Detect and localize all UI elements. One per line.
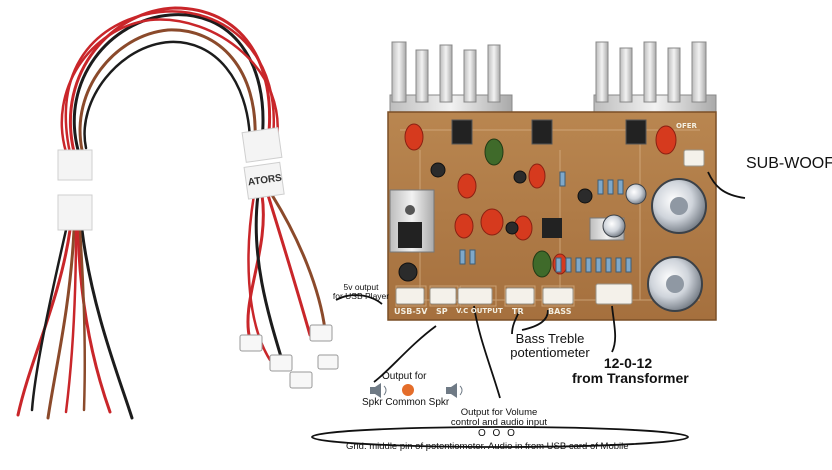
transformer-label: 12-0-12 from Transformer bbox=[572, 355, 689, 386]
pcb-board bbox=[387, 41, 717, 321]
spkr-common-spkr-label: Spkr Common Spkr bbox=[362, 397, 450, 408]
volume-pins-label: O O O bbox=[478, 428, 517, 439]
transformer-line2: from Transformer bbox=[572, 369, 689, 386]
silk-bass: BASS bbox=[548, 307, 572, 316]
speaker-icon bbox=[370, 383, 463, 398]
common-terminal-icon bbox=[402, 384, 414, 396]
silk-usb-5v: USB-5V bbox=[394, 307, 428, 316]
transformer-line1: 12-0-12 bbox=[603, 355, 653, 371]
wire-sleeve bbox=[243, 161, 285, 200]
usb-5v-line1: 5v output bbox=[343, 282, 379, 292]
wire-sleeve bbox=[57, 194, 93, 231]
output-for-label: Output for bbox=[382, 371, 427, 382]
silk-tr: TR bbox=[512, 307, 524, 316]
wire-connectors bbox=[239, 324, 339, 389]
usb-5v-output-label: 5v output for USB Player bbox=[326, 283, 396, 301]
heatsink-left bbox=[389, 41, 513, 114]
wire-sleeve bbox=[241, 127, 283, 163]
volume-line1: Output for Volume bbox=[460, 407, 538, 418]
volume-line2: control and audio input bbox=[450, 416, 548, 428]
volume-pins-description: Gnd. middle pin of potentiometer. Audio … bbox=[346, 441, 629, 452]
volume-output-label: Output for Volume control and audio inpu… bbox=[444, 408, 554, 428]
bass-treble-label: Bass Treble potentiometer bbox=[500, 332, 600, 359]
bass-treble-line2: potentiometer bbox=[510, 344, 590, 360]
bass-treble-line1: Bass Treble bbox=[515, 331, 585, 346]
wire-sleeve bbox=[57, 149, 93, 181]
sub-woofer-label: SUB-WOOFER bbox=[746, 155, 832, 172]
annotation-lines bbox=[311, 171, 746, 448]
wire-harness bbox=[16, 6, 327, 420]
heatsink-right bbox=[593, 41, 717, 114]
silk-sub-connector: OFER bbox=[676, 122, 697, 130]
silk-sp: SP bbox=[436, 307, 448, 316]
silk-vc-output: V.C OUTPUT bbox=[456, 307, 503, 315]
usb-5v-line2: for USB Player bbox=[332, 290, 390, 301]
